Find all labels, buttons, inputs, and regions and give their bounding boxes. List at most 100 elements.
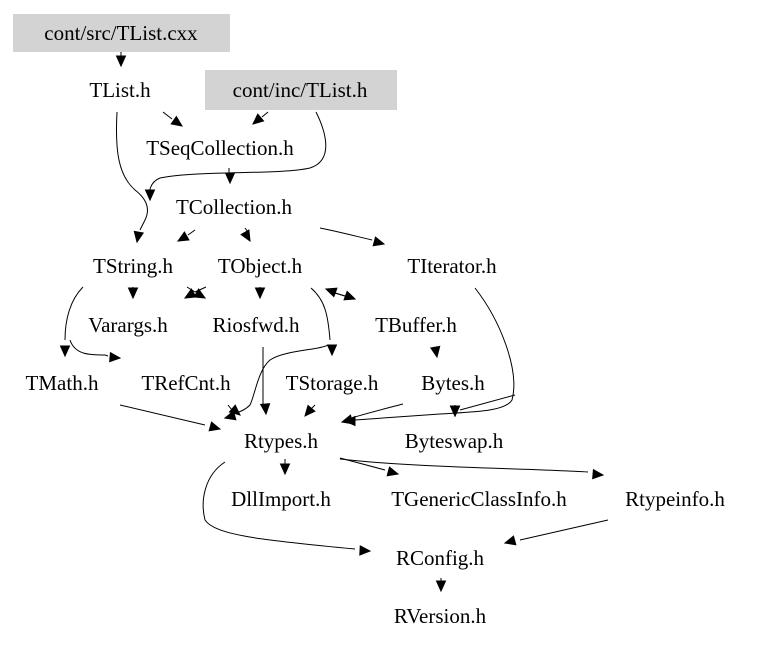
arrowhead-icon: [144, 189, 156, 202]
node-label: DllImport.h: [231, 487, 331, 511]
edge-tbuffer_h-to-tobject_h: [324, 287, 346, 298]
edge-line: [334, 292, 346, 297]
edge-line: [261, 111, 269, 118]
node-highlight-box: [205, 70, 397, 110]
node-label: TObject.h: [218, 254, 303, 278]
edge-line: [162, 111, 173, 120]
arrowhead-icon: [503, 535, 517, 546]
node-titerator-h[interactable]: TIterator.h: [407, 254, 497, 278]
arrowhead-icon: [224, 172, 236, 185]
arrowhead-icon: [252, 113, 265, 125]
node-label: TString.h: [93, 254, 173, 278]
edge-tlist_h-to-tstring_h: [115, 111, 148, 244]
edge-line: [310, 287, 331, 341]
edge-rtypes_h-to-tgenericclassinfo_h: [339, 457, 400, 477]
node-label: Bytes.h: [421, 371, 485, 395]
edge-src_tlist_cxx-to-tlist_h: [115, 52, 127, 68]
edge-trefcnt_h-to-rtypes_h: [227, 404, 241, 416]
node-label: TSeqCollection.h: [146, 136, 294, 160]
edge-tobject_h-to-tstorage_h: [310, 287, 338, 357]
node-label: TRefCnt.h: [141, 371, 231, 395]
arrowhead-icon: [133, 230, 145, 244]
edge-tstring_h-to-varargs_h: [127, 287, 139, 300]
arrowhead-icon: [449, 405, 461, 418]
arrowhead-icon: [109, 351, 122, 363]
edge-titerator_h-to-byteswap_h: [449, 394, 516, 418]
edge-tbuffer_h-to-bytes_h: [429, 345, 441, 359]
node-label: Riosfwd.h: [213, 313, 300, 337]
node-label: TBuffer.h: [375, 313, 457, 337]
edge-rtypes_h-to-dllimport_h: [279, 459, 291, 476]
edge-tobject_h-to-riosfwd_h: [254, 287, 266, 300]
node-label: TStorage.h: [286, 371, 379, 395]
node-rversion-h[interactable]: RVersion.h: [394, 604, 487, 628]
arrowhead-icon: [279, 463, 291, 476]
edge-rtypes_h-to-rtypeinfo_h: [339, 458, 605, 480]
edge-line: [459, 394, 516, 411]
edge-tstorage_h-to-rtypes_h: [304, 404, 316, 417]
edge-line: [519, 519, 609, 541]
node-rtypes-h[interactable]: Rtypes.h: [244, 429, 319, 453]
edge-line: [64, 286, 84, 341]
node-src-tlist-cxx[interactable]: cont/src/TList.cxx: [13, 14, 230, 52]
node-label: RVersion.h: [394, 604, 487, 628]
edge-tstring_h-to-tmath_h: [59, 286, 84, 358]
arrowhead-icon: [592, 468, 605, 480]
node-tmath-h[interactable]: TMath.h: [26, 371, 99, 395]
node-label: Rtypes.h: [244, 429, 319, 453]
arrowhead-icon: [254, 287, 266, 300]
node-tbuffer-h[interactable]: TBuffer.h: [375, 313, 457, 337]
node-tseqcollection-h[interactable]: TSeqCollection.h: [146, 136, 294, 160]
edge-rtypes_h-to-rconfig_h: [202, 461, 372, 556]
arrowhead-icon: [359, 545, 372, 556]
arrowhead-icon: [59, 345, 71, 358]
node-tstorage-h[interactable]: TStorage.h: [286, 371, 379, 395]
edge-line: [354, 287, 515, 421]
node-rconfig-h[interactable]: RConfig.h: [396, 546, 485, 570]
edge-tcollection_h-to-tobject_h: [240, 227, 251, 243]
arrowhead-icon: [208, 421, 222, 432]
edge-rtypeinfo_h-to-rconfig_h: [503, 519, 609, 546]
node-dllimport-h[interactable]: DllImport.h: [231, 487, 331, 511]
node-rtypeinfo-h[interactable]: Rtypeinfo.h: [625, 487, 725, 511]
node-label: Byteswap.h: [405, 429, 504, 453]
arrowhead-icon: [259, 403, 271, 416]
edge-line: [119, 404, 206, 426]
edge-line: [319, 227, 373, 241]
arrowhead-icon: [429, 345, 441, 359]
edge-line: [187, 229, 196, 236]
edge-tobject_h-to-varargs_h: [183, 286, 207, 299]
arrowhead-icon: [343, 290, 357, 301]
node-label: TList.h: [89, 78, 151, 102]
node-tobject-h[interactable]: TObject.h: [218, 254, 303, 278]
edge-line: [231, 344, 329, 415]
arrowhead-icon: [324, 287, 338, 298]
arrowhead-icon: [115, 55, 127, 68]
node-inc-tlist-h[interactable]: cont/inc/TList.h: [205, 70, 397, 110]
arrowhead-icon: [343, 415, 356, 427]
edge-tlist_h-to-tseqcollection_h: [162, 111, 183, 127]
node-tstring-h[interactable]: TString.h: [93, 254, 173, 278]
node-varargs-h[interactable]: Varargs.h: [88, 313, 168, 337]
node-label: Rtypeinfo.h: [625, 487, 725, 511]
edge-rconfig_h-to-rversion_h: [435, 578, 447, 593]
arrowhead-icon: [193, 288, 207, 299]
node-riosfwd-h[interactable]: Riosfwd.h: [213, 313, 300, 337]
node-tcollection-h[interactable]: TCollection.h: [176, 195, 293, 219]
edge-line: [202, 461, 356, 550]
node-label: TCollection.h: [176, 195, 293, 219]
node-tgenericclassinfo-h[interactable]: TGenericClassInfo.h: [391, 487, 567, 511]
node-trefcnt-h[interactable]: TRefCnt.h: [141, 371, 231, 395]
node-bytes-h[interactable]: Bytes.h: [421, 371, 485, 395]
node-label: TMath.h: [26, 371, 99, 395]
node-label: TGenericClassInfo.h: [391, 487, 567, 511]
node-label: cont/inc/TList.h: [233, 78, 368, 102]
node-label: Varargs.h: [88, 313, 168, 337]
node-highlight-box: [13, 14, 230, 52]
edge-tmath_h-to-rtypes_h: [119, 404, 222, 432]
node-tlist-h[interactable]: TList.h: [89, 78, 151, 102]
edge-line: [115, 111, 148, 231]
node-byteswap-h[interactable]: Byteswap.h: [405, 429, 504, 453]
